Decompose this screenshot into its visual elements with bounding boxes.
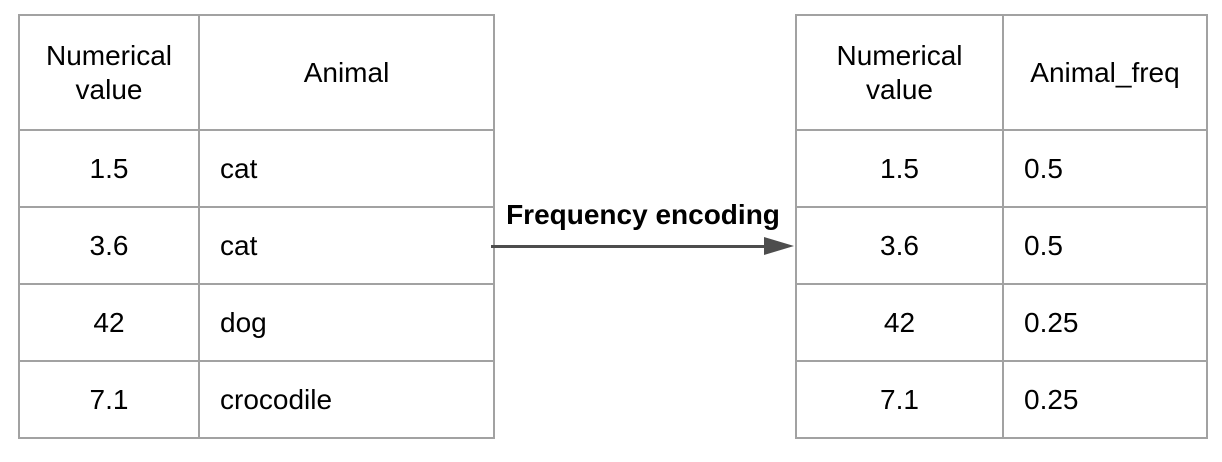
cell-animal-freq: 0.25 [1002, 283, 1208, 362]
arrow-right-icon [764, 237, 794, 255]
table-row: 1.5 0.5 [795, 129, 1208, 208]
cell-numerical-value: 42 [18, 283, 200, 362]
cell-numerical-value: 7.1 [795, 360, 1004, 439]
table-row: 7.1 crocodile [18, 360, 495, 439]
cell-numerical-value: 7.1 [18, 360, 200, 439]
cell-animal: dog [198, 283, 495, 362]
table-row: 7.1 0.25 [795, 360, 1208, 439]
input-header-numerical-value: Numerical value [18, 14, 200, 131]
cell-numerical-value: 1.5 [795, 129, 1004, 208]
cell-numerical-value: 42 [795, 283, 1004, 362]
arrow-line [491, 245, 766, 248]
table-row: 3.6 0.5 [795, 206, 1208, 285]
encoded-table-header-row: Numerical value Animal_freq [795, 14, 1208, 131]
input-header-animal: Animal [198, 14, 495, 131]
input-table-header-row: Numerical value Animal [18, 14, 495, 131]
cell-animal: cat [198, 206, 495, 285]
arrow-label: Frequency encoding [506, 199, 780, 230]
encoded-header-animal-freq: Animal_freq [1002, 14, 1208, 131]
encoded-table: Numerical value Animal_freq 1.5 0.5 3.6 … [795, 14, 1208, 439]
cell-animal: crocodile [198, 360, 495, 439]
table-row: 42 0.25 [795, 283, 1208, 362]
encoded-header-animal-freq-label: Animal_freq [1030, 56, 1180, 88]
cell-numerical-value: 3.6 [18, 206, 200, 285]
encoded-header-numerical-value: Numerical value [795, 14, 1004, 131]
table-row: 3.6 cat [18, 206, 495, 285]
input-table: Numerical value Animal 1.5 cat 3.6 cat 4… [18, 14, 495, 439]
cell-animal-freq: 0.25 [1002, 360, 1208, 439]
input-header-animal-label: Animal [303, 56, 390, 88]
cell-animal: cat [198, 129, 495, 208]
cell-numerical-value: 1.5 [18, 129, 200, 208]
input-header-numerical-value-label: Numerical value [45, 39, 173, 105]
table-row: 42 dog [18, 283, 495, 362]
cell-animal-freq: 0.5 [1002, 206, 1208, 285]
table-row: 1.5 cat [18, 129, 495, 208]
encoded-header-numerical-value-label: Numerical value [836, 39, 963, 105]
cell-animal-freq: 0.5 [1002, 129, 1208, 208]
cell-numerical-value: 3.6 [795, 206, 1004, 285]
